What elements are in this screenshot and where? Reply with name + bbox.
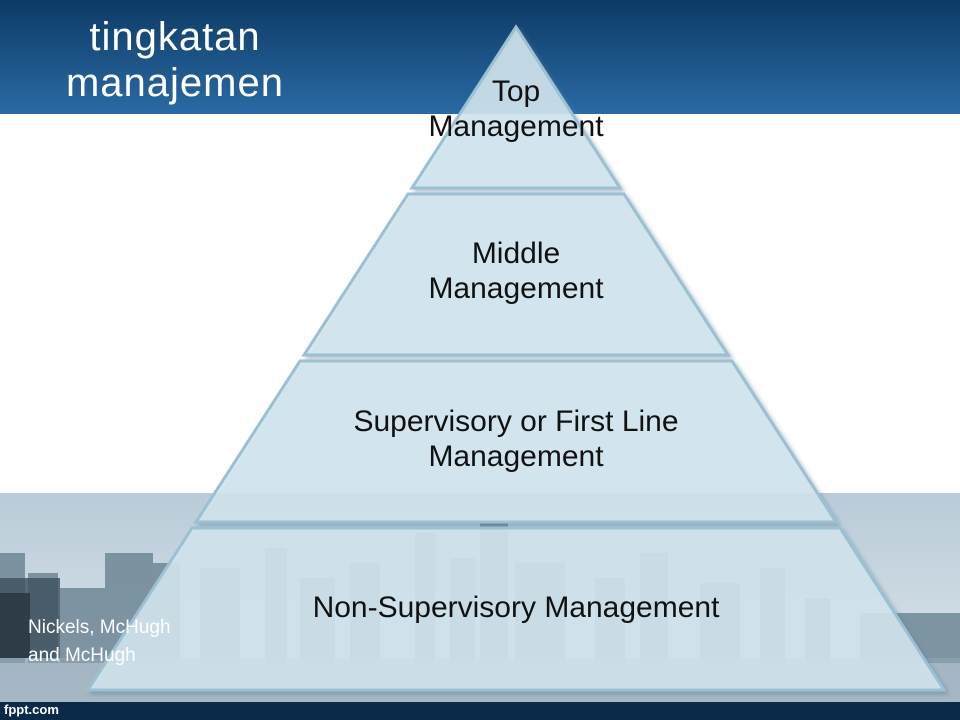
tier-label-supervisory-line-2: Management bbox=[428, 440, 604, 473]
citation-credit: Nickels, McHugh and McHugh bbox=[28, 614, 228, 670]
tier-label-middle-line-1: Middle bbox=[471, 237, 561, 270]
tier-label-top-line-1: Top bbox=[491, 75, 541, 108]
slide-title-line-1: tingkatan bbox=[89, 15, 261, 59]
pyramid-tier-top bbox=[409, 24, 623, 190]
tier-label-top-line-2: Management bbox=[428, 110, 604, 143]
pyramid-tier-middle bbox=[301, 192, 731, 357]
slide-title-line-2: manajemen bbox=[65, 61, 284, 105]
brand-logo-text: fppt.com bbox=[4, 702, 59, 717]
tier-label-supervisory: Supervisory or First Line Management bbox=[296, 404, 736, 474]
tier-label-non-supervisory-line-1: Non-Supervisory Management bbox=[312, 591, 720, 624]
pyramid-tier-supervisory bbox=[193, 359, 839, 524]
citation-line-1: Nickels, McHugh bbox=[28, 617, 171, 638]
tier-label-middle-line-2: Management bbox=[428, 272, 604, 305]
tier-label-supervisory-line-1: Supervisory or First Line bbox=[353, 405, 679, 438]
footer-bar bbox=[0, 702, 960, 720]
citation-line-2: and McHugh bbox=[28, 645, 136, 666]
tier-label-middle: Middle Management bbox=[366, 236, 666, 306]
tier-label-non-supervisory: Non-Supervisory Management bbox=[246, 590, 786, 625]
slide-title: tingkatan manajemen bbox=[40, 14, 310, 106]
pyramid-tier-non-supervisory bbox=[85, 526, 947, 692]
tier-label-top: Top Management bbox=[366, 74, 666, 144]
